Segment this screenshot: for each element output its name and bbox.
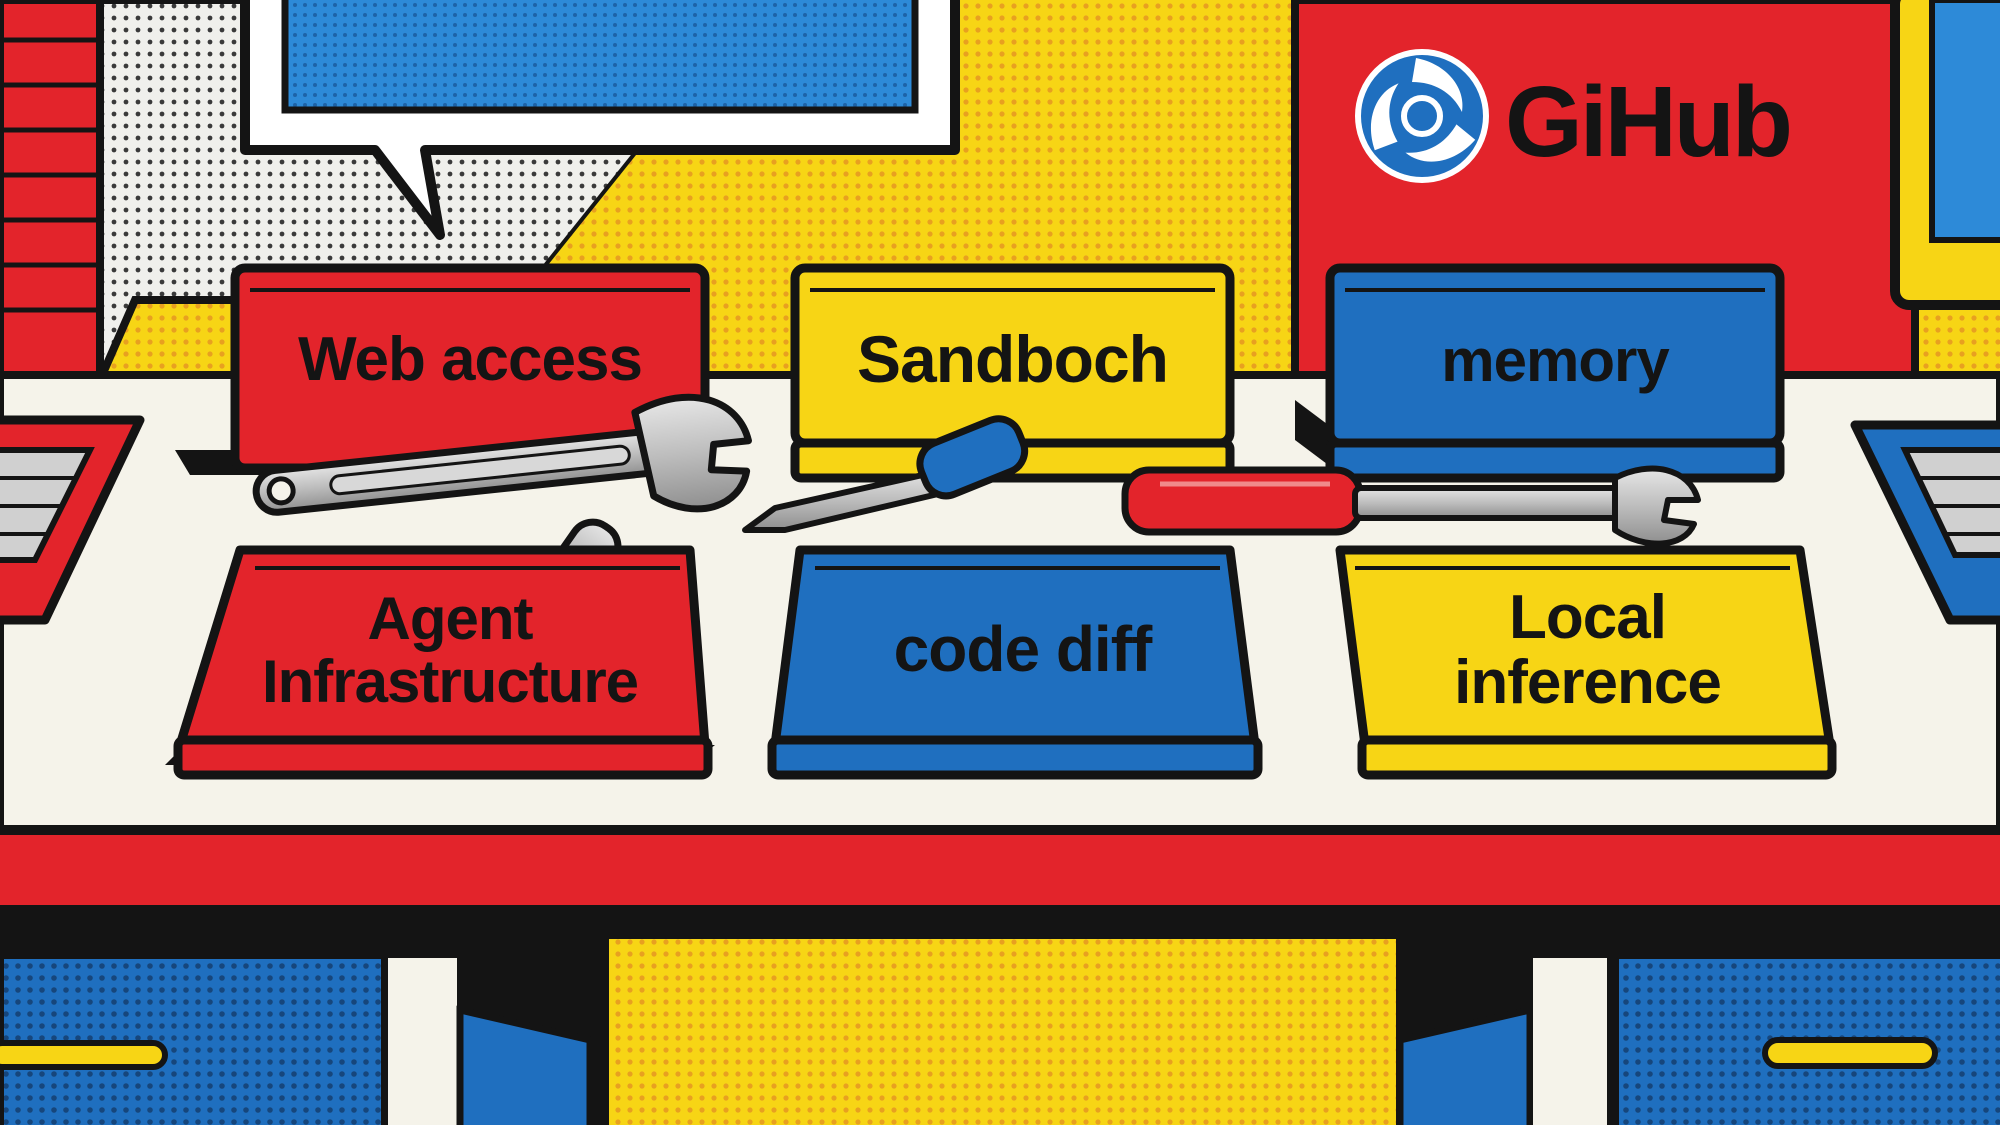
tile-local-inference-line2: inference bbox=[1454, 648, 1722, 717]
tile-code-diff-label: code diff bbox=[893, 613, 1153, 686]
cabinet bbox=[0, 930, 2000, 1125]
tile-agent-infrastructure-shape bbox=[165, 545, 715, 780]
tile-local-inference-shape bbox=[1335, 545, 1837, 780]
tile-local-inference: Local inference bbox=[1360, 575, 1815, 725]
tile-sandbox-label: Sandboch bbox=[856, 322, 1169, 397]
tile-agent-infrastructure-line2: Infrastructure bbox=[261, 648, 639, 715]
tile-web-access: Web access bbox=[245, 300, 695, 420]
tile-memory-label: memory bbox=[1441, 326, 1669, 394]
swirl-logo-icon bbox=[1355, 49, 1489, 183]
tile-agent-infrastructure-line1: Agent bbox=[367, 585, 534, 652]
screwdriver-icon bbox=[1121, 465, 1701, 547]
tile-memory: memory bbox=[1340, 300, 1770, 420]
tile-code-diff: code diff bbox=[800, 575, 1245, 725]
right-laptop bbox=[1850, 420, 2000, 625]
left-laptop bbox=[0, 415, 145, 625]
tile-sandbox: Sandboch bbox=[805, 300, 1220, 420]
tile-agent-infrastructure: Agent Infrastructure bbox=[200, 575, 700, 725]
brand-name: GiHub bbox=[1505, 66, 1793, 178]
tile-local-inference-line1: Local bbox=[1509, 582, 1667, 652]
tile-web-access-label: Web access bbox=[298, 325, 643, 395]
tile-code-diff-shape bbox=[767, 545, 1263, 780]
screwdriver-icon bbox=[742, 415, 1029, 533]
wrench-icon bbox=[252, 393, 752, 516]
tile-memory-shape bbox=[1295, 263, 1785, 483]
